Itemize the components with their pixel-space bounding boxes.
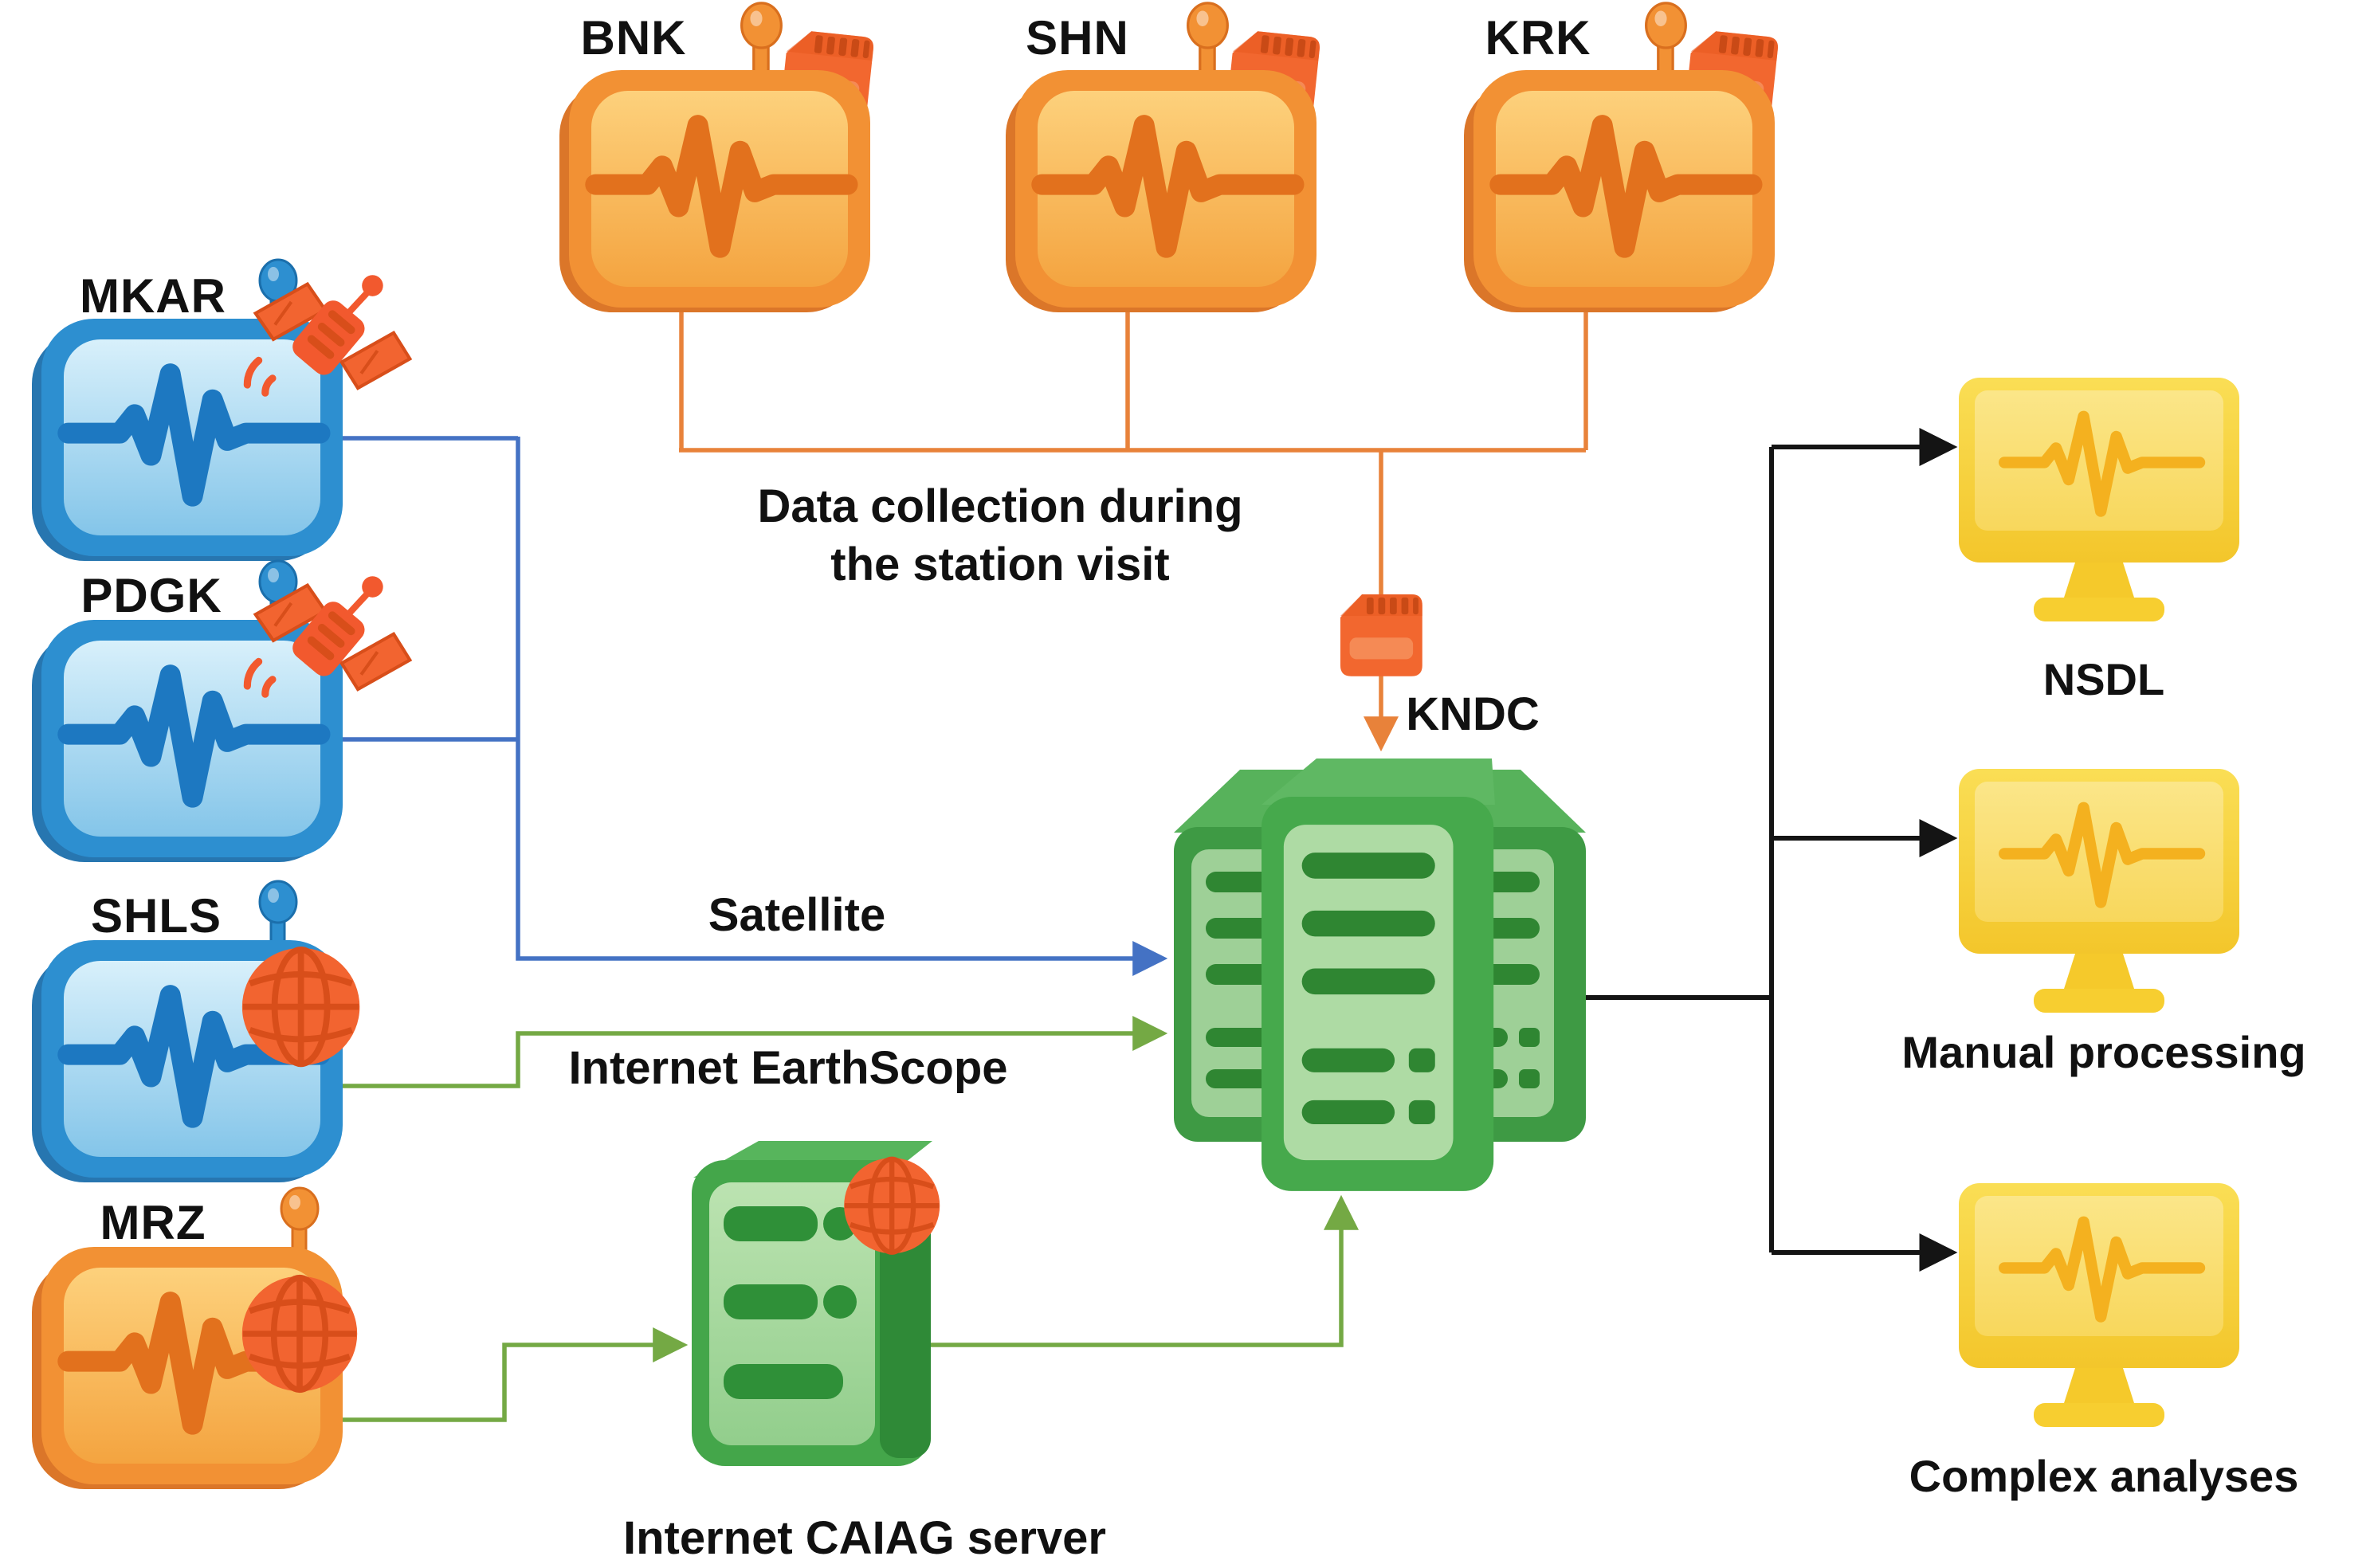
label-earthscope-link: Internet EarthScope [568,1042,1007,1094]
label-shn: SHN [1026,11,1129,65]
seismograph-icon [1006,70,1316,312]
edge-mrz-caiag-arrow [331,1327,689,1422]
label-satellite-link: Satellite [708,889,885,941]
edge-caiag-kndc-arrow [926,1194,1359,1347]
labels: BNK SHN KRK MKAR PDGK SHLS MRZ Data coll… [80,11,2306,1564]
monitor-complex-analyses [1959,1183,2239,1427]
monitor-manual-processing [1959,769,2239,1013]
monitor-nsdl [1959,378,2239,621]
label-data-collection-line1: Data collection during [757,480,1242,532]
label-complex-analyses: Complex analyses [1909,1451,2299,1501]
label-nsdl: NSDL [2043,654,2164,704]
globe-icon [844,1158,940,1253]
server-slots [724,1206,857,1399]
label-kndc: KNDC [1406,688,1540,740]
label-mrz: MRZ [100,1196,206,1249]
label-krk: KRK [1485,11,1591,65]
globe-icon [242,1276,357,1391]
label-caiag-server: Internet CAIAG server [623,1512,1106,1564]
globe-icon [242,948,359,1065]
label-mkar: MKAR [80,269,226,323]
edges [331,312,1958,1422]
edge-satellite-arrow [516,437,1168,976]
sd-card-transfer-icon [1340,594,1422,676]
label-pdgk: PDGK [80,569,222,622]
seismograph-icon [1464,70,1775,312]
seismograph-icon [32,319,343,561]
caiag-server [692,1141,940,1466]
edge-earthscope-arrow [333,1016,1168,1088]
server-tower-front [1262,797,1494,1191]
seismograph-icon [32,620,343,862]
label-data-collection-line2: the station visit [830,539,1169,590]
label-manual-processing: Manual processing [1901,1027,2305,1077]
label-shls: SHLS [91,889,222,943]
label-bnk: BNK [581,11,687,65]
server-top-slab-front [1262,759,1495,805]
kndc-server-stack [1174,759,1586,1191]
seismograph-icon [559,70,870,312]
